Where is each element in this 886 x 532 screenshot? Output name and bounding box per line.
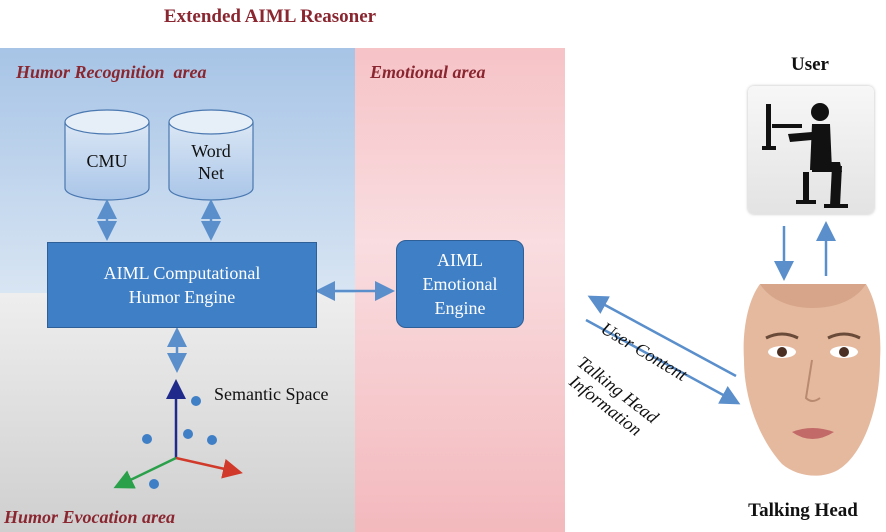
user-label: User (791, 54, 829, 75)
humor-evocation-label: Humor Evocation area (4, 507, 176, 527)
humor-engine-box: AIML Computational Humor Engine (47, 242, 317, 328)
talking-head-label: Talking Head (748, 500, 858, 521)
talking-head-info-arrow (585, 318, 741, 405)
diagram-title: Extended AIML Reasoner (163, 6, 377, 27)
semantic-points (142, 396, 217, 489)
cmu-label: CMU (86, 151, 128, 171)
wordnet-label: Word Net (170, 140, 252, 184)
emotional-engine-box: AIML Emotional Engine (396, 240, 524, 328)
emotional-engine-line2: Emotional (422, 274, 498, 294)
emotional-engine-line1: AIML (437, 250, 483, 270)
humor-engine-line2: Humor Engine (128, 287, 236, 307)
cmu-database-icon (64, 109, 150, 201)
computer-user-icon (762, 103, 848, 208)
semantic-space-label: Semantic Space (214, 384, 329, 404)
semantic-space-axes (113, 379, 243, 489)
emotional-engine-line3: Engine (434, 298, 486, 318)
wordnet-database-icon (168, 109, 254, 201)
wordnet-label-line2: Net (198, 163, 224, 183)
face-icon (743, 284, 881, 476)
humor-engine-line1: AIML Computational (103, 263, 261, 283)
humor-recognition-label: Humor Recognition area (16, 62, 207, 82)
user-content-arrow (587, 295, 737, 378)
wordnet-label-line1: Word (191, 141, 231, 161)
emotional-area-label: Emotional area (370, 62, 486, 82)
